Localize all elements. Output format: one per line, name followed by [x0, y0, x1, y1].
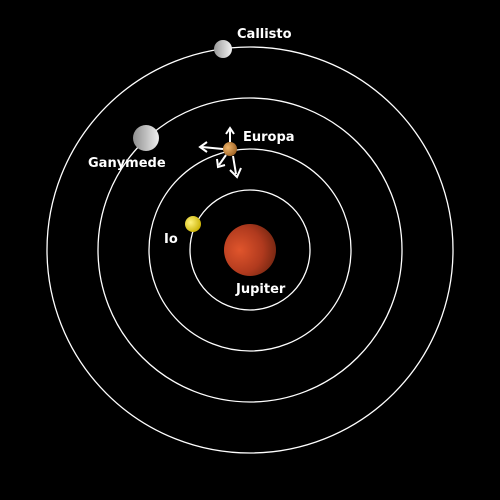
ganymede-label: Ganymede: [88, 156, 166, 171]
io-moon: [185, 216, 201, 232]
arrow-up-icon: [225, 126, 235, 142]
europa-moon: [223, 142, 237, 156]
orbit-io: [189, 189, 311, 311]
callisto-moon: [214, 40, 232, 58]
orbit-europa: [148, 148, 352, 352]
jupiter-planet: [224, 224, 276, 276]
ganymede-moon: [133, 125, 159, 151]
io-label: Io: [164, 232, 178, 247]
orbit-ganymede: [97, 97, 403, 403]
europa-force-arrows: [198, 126, 242, 179]
arrow-down-right-icon: [229, 155, 242, 179]
arrow-left-icon: [198, 141, 224, 153]
orbit-callisto: [46, 46, 454, 454]
arrow-down-left-icon: [216, 154, 227, 169]
jupiter-label: Jupiter: [235, 282, 286, 297]
europa-label: Europa: [243, 130, 295, 145]
callisto-label: Callisto: [237, 27, 292, 42]
